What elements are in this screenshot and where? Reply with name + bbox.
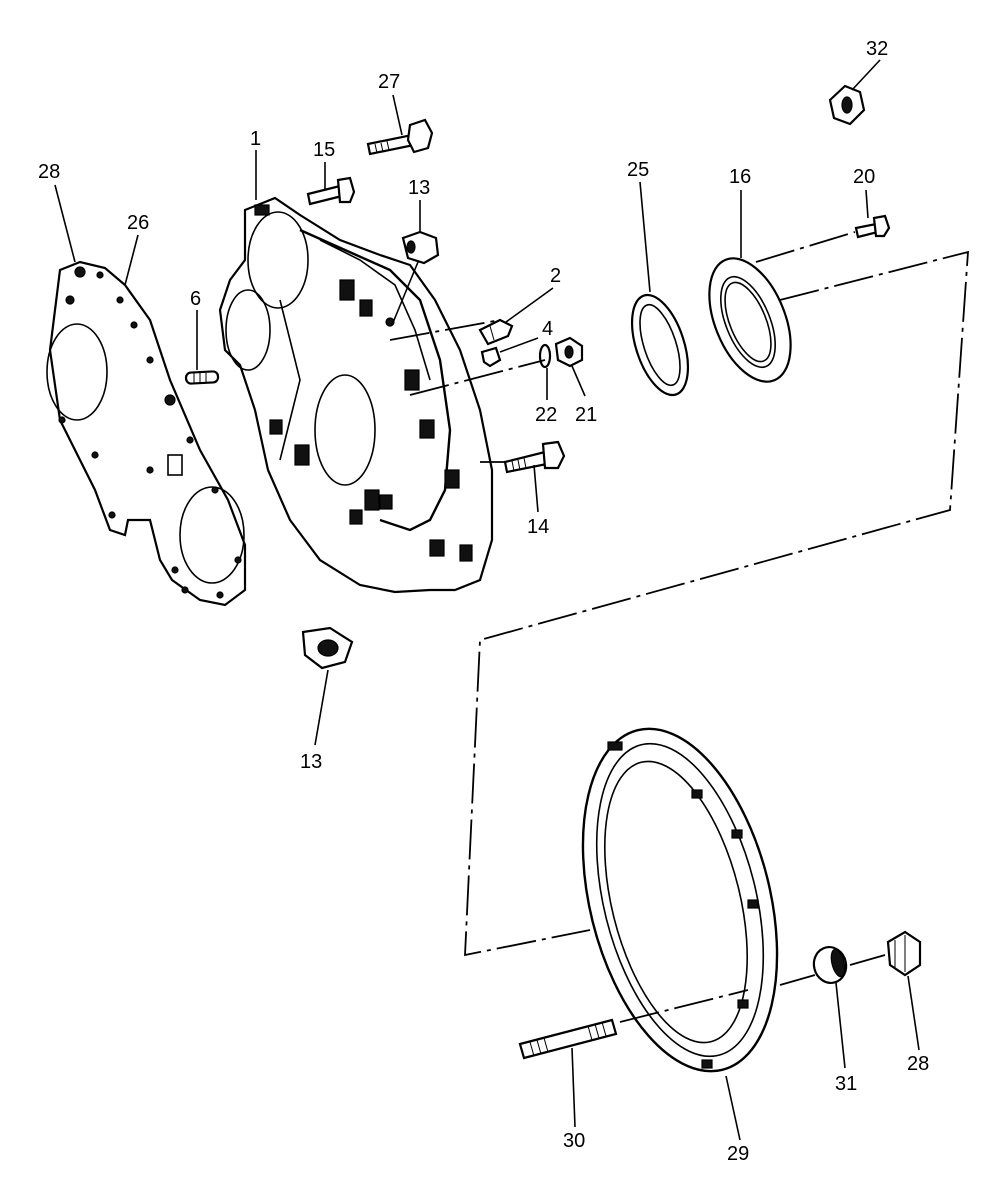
screw-20-part	[854, 214, 891, 239]
callout-29: 29	[727, 1143, 749, 1165]
callout-14: 14	[527, 516, 549, 538]
bolt-27-part	[366, 118, 434, 156]
callout-2: 2	[550, 265, 561, 287]
nut-32-part	[828, 84, 866, 126]
callout-22: 22	[535, 404, 557, 426]
callout-labels: 1 2 4 6 13 13 14 15 16 20 21 22 25 26 27…	[38, 38, 929, 1165]
stud-30-part	[518, 1018, 618, 1060]
guide-lines	[389, 231, 969, 1023]
nut-21-part	[554, 336, 584, 368]
callout-13-upper: 13	[408, 177, 430, 199]
callout-6: 6	[190, 288, 201, 310]
callout-4: 4	[542, 318, 553, 340]
plug-lower-part	[301, 626, 354, 670]
callout-28-lower: 28	[907, 1053, 929, 1075]
callout-28-upper: 28	[38, 161, 60, 183]
dowel-pin-part	[184, 370, 220, 385]
plug-upper-part	[401, 230, 440, 265]
flywheel-housing-part	[218, 196, 494, 594]
leader-lines	[54, 59, 920, 1141]
callout-16: 16	[729, 166, 751, 188]
callout-20: 20	[853, 166, 875, 188]
callout-30: 30	[563, 1130, 585, 1152]
callout-31: 31	[835, 1073, 857, 1095]
callout-26: 26	[127, 212, 149, 234]
seal-cover-16-part	[708, 257, 792, 383]
callout-27: 27	[378, 71, 400, 93]
clip-2-part	[478, 318, 514, 346]
seal-25-part	[630, 293, 690, 397]
spacer-31-part	[812, 946, 848, 984]
ring-29-part	[581, 727, 779, 1073]
callout-32: 32	[866, 38, 888, 60]
washer-22-part	[538, 343, 552, 369]
callout-25: 25	[627, 159, 649, 181]
callout-21: 21	[575, 404, 597, 426]
callout-1: 1	[250, 128, 261, 150]
bolt-14-part	[503, 440, 566, 474]
gasket-part	[46, 260, 247, 607]
bolt-15-part	[306, 176, 356, 206]
nut-28-part	[886, 930, 922, 977]
callout-15: 15	[313, 139, 335, 161]
clip-4-part	[480, 346, 502, 368]
callout-13-lower: 13	[300, 751, 322, 773]
